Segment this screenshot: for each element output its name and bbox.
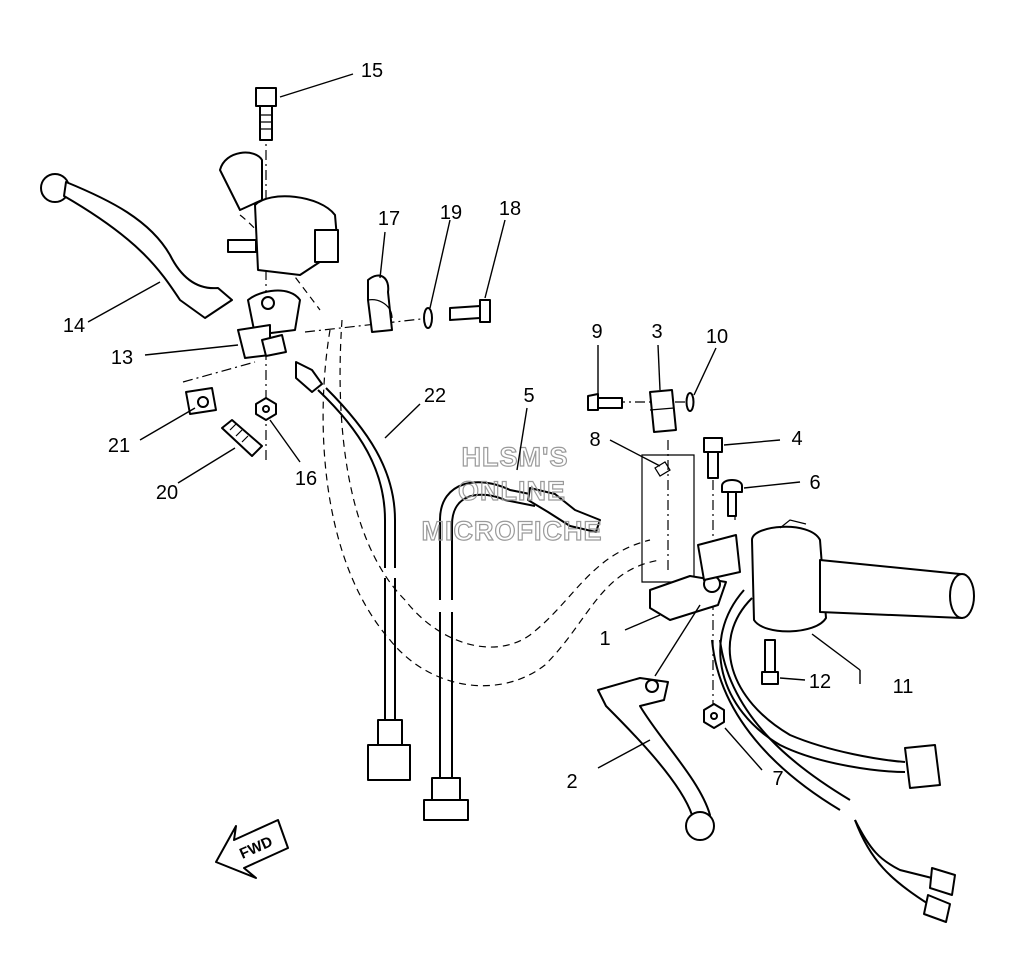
arrow-forward-icon xyxy=(215,819,289,879)
part-16-nut xyxy=(255,397,277,421)
part-21-adjuster xyxy=(185,387,217,415)
svg-text:ONLINE: ONLINE xyxy=(458,476,566,506)
callout-3: 3 xyxy=(651,321,662,343)
part-12-screw xyxy=(761,639,779,685)
leader-lines xyxy=(87,73,861,771)
callout-15: 15 xyxy=(361,60,383,82)
part-18-bolt xyxy=(449,299,491,323)
callout-18: 18 xyxy=(499,198,521,220)
callout-14: 14 xyxy=(63,315,85,337)
part-22-cable xyxy=(295,361,411,781)
svg-text:MICROFICHE: MICROFICHE xyxy=(422,516,603,546)
callout-7: 7 xyxy=(772,768,783,790)
part-13-bracket xyxy=(261,334,287,357)
callout-4: 4 xyxy=(791,428,802,450)
part-15-bolt xyxy=(255,87,277,141)
part-6-screw xyxy=(721,479,743,517)
callout-5: 5 xyxy=(523,385,534,407)
callout-20: 20 xyxy=(156,482,178,504)
callout-1: 1 xyxy=(599,628,610,650)
harness-wires xyxy=(711,589,956,923)
part-14-left-lever xyxy=(40,173,233,319)
part-11-switch-grip xyxy=(751,519,975,633)
part-5-cable xyxy=(423,481,601,821)
callout-12: 12 xyxy=(809,671,831,693)
part-20-screw xyxy=(221,419,263,457)
callout-19: 19 xyxy=(440,202,462,224)
callout-10: 10 xyxy=(706,326,728,348)
part-1-lever-holder xyxy=(649,534,741,621)
fwd-arrow: FWD xyxy=(215,819,289,879)
callout-13: 13 xyxy=(111,347,133,369)
callout-22: 22 xyxy=(424,385,446,407)
callout-17: 17 xyxy=(378,208,400,230)
part-17-clamp xyxy=(367,274,393,333)
part-19-washer xyxy=(423,307,433,329)
callout-labels: 1 2 3 4 5 6 7 8 9 10 11 12 13 14 15 16 1… xyxy=(63,60,914,793)
part-3-clamp xyxy=(649,389,677,433)
part-10-washer xyxy=(685,392,695,412)
callout-8: 8 xyxy=(589,429,600,451)
callout-6: 6 xyxy=(809,472,820,494)
svg-text:HLSM'S: HLSM'S xyxy=(462,442,569,472)
part-9-bolt xyxy=(587,393,623,411)
callout-9: 9 xyxy=(591,321,602,343)
callout-2: 2 xyxy=(566,771,577,793)
part-7-nut xyxy=(703,703,725,729)
callout-16: 16 xyxy=(295,468,317,490)
master-cylinder xyxy=(219,151,339,359)
part-2-right-lever xyxy=(597,677,715,841)
callout-11: 11 xyxy=(893,676,914,698)
callout-21: 21 xyxy=(108,435,130,457)
watermark: HLSM'S ONLINE MICROFICHE xyxy=(421,441,603,546)
part-4-bolt xyxy=(703,437,723,479)
